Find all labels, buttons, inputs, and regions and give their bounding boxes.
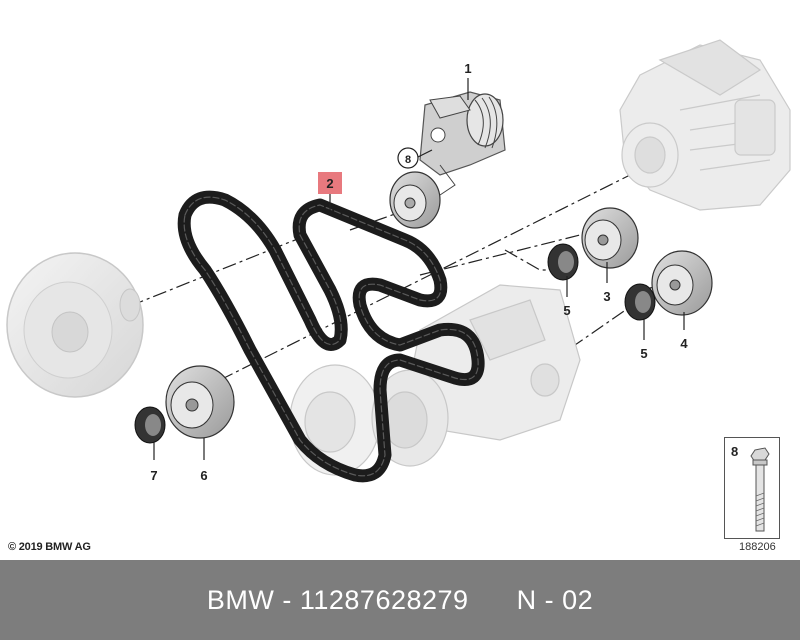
belt-tensioner (419, 91, 506, 196)
idler-pulley-6 (165, 365, 235, 439)
footer-suffix: N - 02 (516, 584, 594, 615)
label-part-5-upper[interactable]: 5 (563, 303, 570, 318)
footer-brand: BMW (206, 584, 275, 615)
idler-pulley-4 (651, 250, 713, 316)
label-part-2[interactable]: 2 (326, 176, 333, 191)
highlight-box-part-2 (318, 172, 342, 194)
ribbed-v-belt (177, 190, 485, 483)
part-labels: 1 2 3 4 5 5 6 7 8 (150, 61, 688, 483)
label-part-1[interactable]: 1 (464, 61, 471, 76)
label-part-3[interactable]: 3 (603, 289, 610, 304)
alternator (619, 39, 791, 211)
belt-drive-diagram: 1 2 3 4 5 5 6 7 8 (6, 39, 791, 483)
crankshaft-pulley (6, 252, 144, 398)
bolt-icon (750, 447, 770, 532)
label-part-8[interactable]: 8 (405, 154, 411, 166)
footer-part-info: BMW - 11287628279 N - 02 (207, 585, 593, 616)
label-part-5-lower[interactable]: 5 (640, 346, 647, 361)
drawing-code: 188206 (739, 541, 776, 553)
cover-cap-5-upper (547, 243, 579, 281)
tensioner-pulley (389, 171, 441, 229)
label-part-4[interactable]: 4 (680, 336, 688, 351)
copyright-notice: © 2019 BMW AG (8, 541, 91, 553)
leader-lines (153, 78, 685, 460)
bolt-inset: 8 (724, 437, 780, 539)
footer-bar: BMW - 11287628279 N - 02 (0, 560, 800, 640)
footer-part-number[interactable]: 11287628279 (299, 584, 469, 615)
label-part-6[interactable]: 6 (200, 468, 207, 483)
cover-cap-7 (134, 406, 166, 444)
label-part-7[interactable]: 7 (150, 468, 157, 483)
inset-part-number: 8 (731, 444, 739, 459)
footer-separator: - (274, 584, 300, 615)
label-part-8-circle (397, 147, 419, 169)
cover-cap-5-lower (624, 283, 656, 321)
idler-pulley-3 (581, 207, 639, 269)
